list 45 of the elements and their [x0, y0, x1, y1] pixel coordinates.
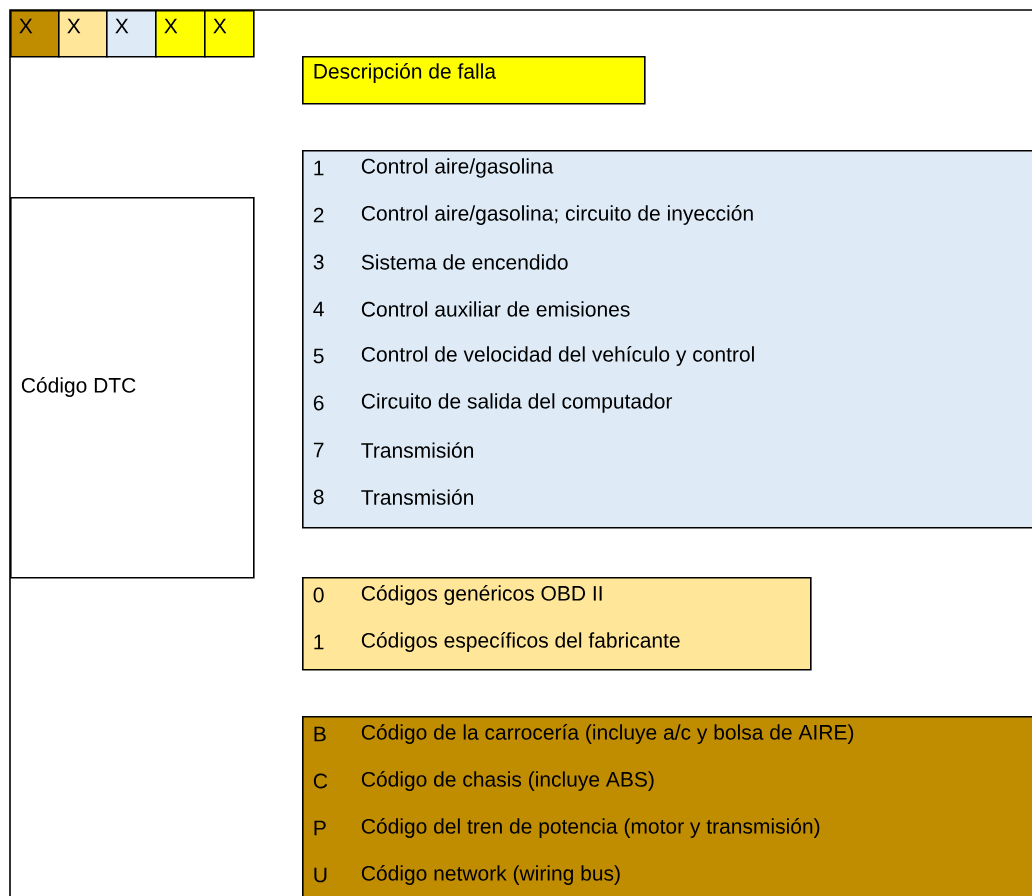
list-item-text: Código de chasis (incluye ABS): [361, 771, 654, 791]
list-item-text: Código network (wiring bus): [361, 865, 620, 885]
code-list-box: [302, 150, 1032, 529]
list-item-key: 4: [313, 301, 324, 317]
list-item-key: U: [314, 867, 327, 883]
code-digit-cell: [10, 10, 60, 58]
code-digit-cell: [155, 10, 206, 58]
list-item-text: Control auxiliar de emisiones: [361, 301, 630, 317]
list-item-text: Control de velocidad del vehículo y control: [361, 346, 754, 366]
code-digit-cell: [204, 10, 255, 58]
code-digit: X: [213, 18, 227, 34]
list-item-key: 2: [313, 207, 324, 223]
code-list-box: [302, 577, 812, 671]
list-item-key: 1: [314, 160, 324, 176]
list-item-text: Transmisión: [361, 489, 473, 505]
list-item-text: Control aire/gasolina: [361, 158, 554, 178]
list-item-text: Sistema de encendido: [361, 254, 568, 270]
code-list-box: [302, 716, 1032, 896]
code-digit: X: [67, 18, 81, 34]
list-item-key: 7: [313, 442, 324, 458]
code-digit: X: [164, 18, 178, 34]
list-item-key: B: [314, 726, 326, 742]
list-item-text: Códigos genéricos OBD II: [361, 585, 602, 605]
list-item-text: Códigos específicos del fabricante: [361, 632, 680, 652]
dtc-code-box: [10, 197, 255, 579]
code-digit-cell: [58, 10, 108, 58]
list-item-key: 1: [314, 634, 324, 650]
code-digit: X: [115, 18, 129, 34]
code-digit: X: [19, 18, 33, 34]
description-label: Descripción de falla: [314, 63, 496, 83]
list-item-key: C: [313, 773, 328, 789]
list-item-text: Transmisión: [361, 442, 473, 458]
list-item-key: 3: [313, 254, 324, 270]
code-digit-cell: [106, 10, 157, 58]
list-item-key: 8: [313, 489, 324, 505]
list-item-text: Código de la carrocería (incluye a/c y bolsa de AIRE): [361, 724, 854, 744]
list-item-text: Control aire/gasolina; circuito de inyección: [361, 205, 753, 225]
list-item-key: 5: [313, 348, 324, 364]
box-label: Código DTC: [21, 377, 136, 397]
list-item-key: 6: [313, 395, 324, 411]
description-box: [302, 56, 646, 105]
list-item-key: P: [314, 820, 326, 836]
list-item-text: Circuito de salida del computador: [361, 393, 673, 413]
list-item-text: Código del tren de potencia (motor y transmisión): [361, 818, 820, 838]
list-item-key: 0: [313, 587, 324, 603]
